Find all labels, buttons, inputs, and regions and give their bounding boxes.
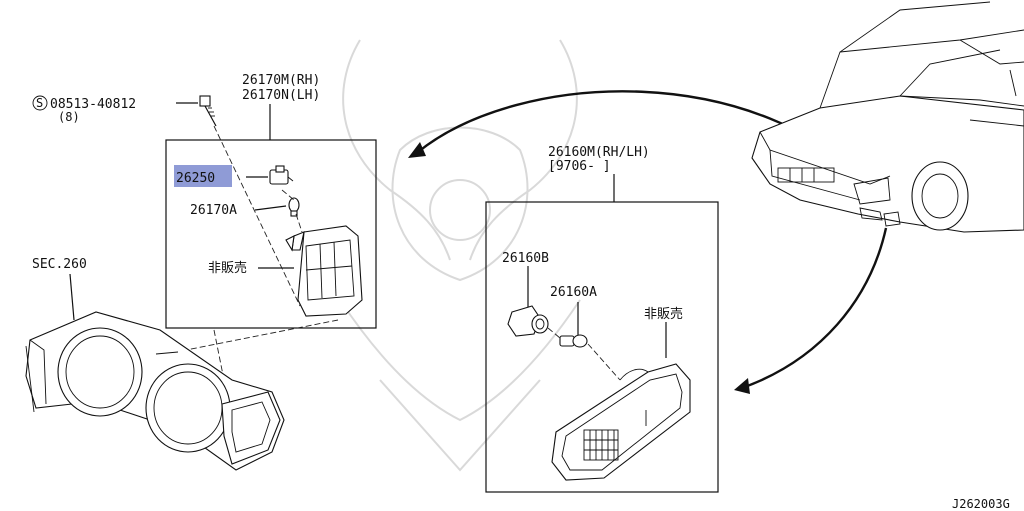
assembly-line-3 — [295, 213, 303, 233]
screw-part — [199, 95, 217, 127]
socket-highlight — [174, 165, 232, 187]
assembly-line-2 — [281, 189, 295, 201]
side-assembly-line-1 — [547, 327, 561, 339]
side-socket-number: 26160B — [502, 251, 549, 266]
socket-part-number[interactable]: 26250 — [176, 171, 215, 186]
not-for-sale-label-1: 非販売 — [208, 260, 247, 276]
side-marker-lamp — [551, 363, 691, 481]
section-leader — [69, 273, 75, 321]
arrow-head-1 — [408, 142, 426, 158]
bulb-part-number: 26170A — [190, 203, 237, 218]
not-for-sale-label-2: 非販売 — [644, 306, 683, 322]
arrow-to-side-marker — [741, 227, 888, 390]
headlamp-housing — [25, 311, 285, 471]
arrow-head-2 — [734, 378, 750, 394]
side-marker-date: [9706- ] — [548, 159, 611, 174]
car-illustration — [751, 1, 1024, 233]
screw-callout: S 08513-40812 (8) — [32, 95, 198, 124]
front-combo-lh-label: 26170N(LH) — [242, 88, 320, 103]
front-combo-lamp — [285, 225, 363, 317]
bulb-leader — [254, 205, 287, 211]
screw-part-number: 08513-40812 — [50, 97, 136, 112]
diagram-code: J262003G — [952, 497, 1010, 511]
front-combo-lamp-box — [165, 139, 377, 329]
screw-quantity: (8) — [58, 110, 80, 124]
section-reference[interactable]: SEC.260 — [32, 257, 87, 272]
side-marker-label: 26160M(RH/LH) — [548, 145, 650, 160]
watermark-emblem — [339, 39, 581, 472]
bulb-part — [288, 197, 300, 217]
side-assembly-line-2 — [587, 343, 621, 381]
side-socket-part — [507, 305, 549, 337]
screw-symbol: S — [36, 96, 43, 110]
side-bulb-number: 26160A — [550, 285, 597, 300]
socket-part — [269, 165, 294, 185]
front-combo-rh-label: 26170M(RH) — [242, 73, 320, 88]
side-marker-box — [485, 201, 719, 493]
side-bulb-part — [559, 334, 588, 348]
assembly-line-4 — [175, 319, 339, 353]
screw-symbol-icon — [32, 95, 48, 111]
assembly-line-1 — [213, 125, 301, 307]
